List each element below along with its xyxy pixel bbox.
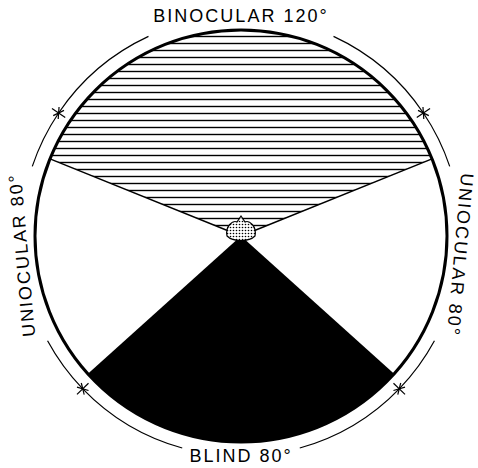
field-outline [35,30,447,442]
angle-arc [32,113,59,167]
field-label: UNIOCULAR 80° [443,171,478,340]
star-stroke [77,383,89,394]
boundary-star [417,107,430,119]
angle-arc [82,388,182,448]
star-stroke [53,110,64,115]
boundary-star [393,383,405,395]
angle-arc [399,340,435,389]
field-disc [35,30,447,442]
angle-arc [300,388,400,448]
sector-edge [50,159,241,236]
angle-arcs [32,36,451,449]
sector-edge [241,159,432,236]
binocular-sector [50,30,432,236]
boundary-star [52,107,65,119]
angle-arc [333,36,424,113]
field-sectors [35,30,447,442]
star-stroke [422,107,424,119]
star-stroke [393,387,405,390]
boundary-star [77,383,89,395]
star-stroke [394,383,406,394]
star-stroke [81,383,84,395]
angle-arc [58,36,149,113]
head-figure [227,216,256,241]
angle-arc [423,113,450,167]
field-label: BINOCULAR 120° [151,6,330,26]
angle-arc [47,340,83,389]
field-label: UNIOCULAR 80° [5,171,40,340]
field-label: BLIND 80° [187,446,294,466]
